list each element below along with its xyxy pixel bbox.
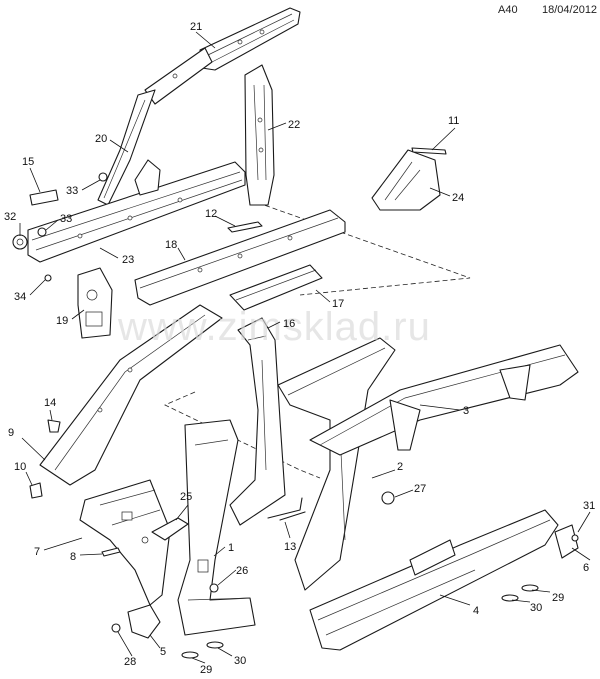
part-sill-inner	[27, 159, 246, 263]
part-lower-bracket	[127, 604, 161, 639]
part-small-clip	[47, 419, 61, 433]
callout-28: 28	[124, 656, 136, 668]
callout-30-bottom: 30	[234, 655, 246, 667]
part-reinforcement-plate	[227, 221, 263, 233]
part-pin	[101, 547, 121, 557]
part-floor-side-rail	[134, 209, 346, 306]
callout-8: 8	[70, 551, 76, 563]
callout-29-bottom: 29	[200, 664, 212, 676]
callout-2: 2	[397, 461, 403, 473]
part-access-cover	[151, 517, 189, 541]
part-b-pillar-outer	[177, 419, 256, 636]
part-b-pillar-inner	[244, 64, 275, 206]
part-wire-bracket	[267, 497, 306, 521]
callout-31: 31	[583, 500, 595, 512]
callout-labels: 21 20 22 11 15 33 24 32 33 12 23 18 34 1…	[4, 21, 595, 676]
callout-14: 14	[44, 397, 56, 409]
callout-23: 23	[122, 254, 134, 266]
callout-27: 27	[414, 483, 426, 495]
callout-5: 5	[160, 646, 166, 658]
part-roof-side-outer	[309, 344, 579, 456]
diagram-date: 18/04/2012	[542, 4, 598, 16]
callout-29-right: 29	[552, 592, 564, 604]
callout-21: 21	[190, 21, 202, 33]
part-rear-screw	[571, 534, 579, 542]
callout-17: 17	[332, 298, 344, 310]
callout-32: 32	[4, 211, 16, 223]
part-screw	[111, 623, 121, 633]
part-fasteners	[37, 172, 108, 282]
callout-9: 9	[8, 427, 14, 439]
part-plug	[29, 482, 43, 499]
part-b-pillar-reinforcement	[229, 317, 286, 526]
part-rear-clip	[554, 524, 579, 559]
callout-26: 26	[236, 565, 248, 577]
part-grommet	[12, 234, 28, 250]
callout-3: 3	[463, 405, 469, 417]
callout-11: 11	[448, 115, 459, 127]
callout-1: 1	[228, 542, 234, 554]
callout-6: 6	[583, 562, 589, 574]
part-c-pillar-bracket	[371, 149, 441, 211]
part-rail-bracket	[229, 264, 323, 311]
diagram-code: A40	[498, 4, 518, 16]
part-roof-rail-inner	[144, 7, 301, 105]
watermark: www.zimsklad.ru	[117, 305, 431, 349]
part-body-side-outer	[277, 337, 396, 591]
callout-7: 7	[34, 546, 40, 558]
part-hinge-pillar	[79, 479, 171, 606]
callout-4: 4	[473, 605, 479, 617]
part-clip	[29, 189, 59, 206]
callout-12: 12	[205, 208, 217, 220]
leader-lines	[19, 31, 591, 664]
callout-16: 16	[283, 318, 295, 330]
part-rocker-panel	[309, 509, 559, 651]
callout-30-right: 30	[530, 602, 542, 614]
callout-33-upper: 33	[66, 185, 78, 197]
callout-25: 25	[180, 491, 192, 503]
callout-20: 20	[95, 133, 107, 145]
callout-22: 22	[288, 119, 300, 131]
part-grommet-round	[381, 491, 395, 505]
callout-34: 34	[14, 291, 26, 303]
callout-18: 18	[165, 239, 177, 251]
callout-13: 13	[284, 541, 296, 553]
callout-19: 19	[56, 315, 68, 327]
part-bolt	[209, 583, 219, 593]
callout-10: 10	[14, 461, 26, 473]
part-retaining-strip	[411, 147, 447, 155]
callout-33-lower: 33	[60, 213, 72, 225]
callout-15: 15	[22, 156, 34, 168]
part-a-pillar-outer	[39, 304, 223, 486]
callout-24: 24	[452, 192, 464, 204]
part-pads	[181, 584, 539, 659]
part-pillar-lower-panel	[77, 267, 113, 339]
